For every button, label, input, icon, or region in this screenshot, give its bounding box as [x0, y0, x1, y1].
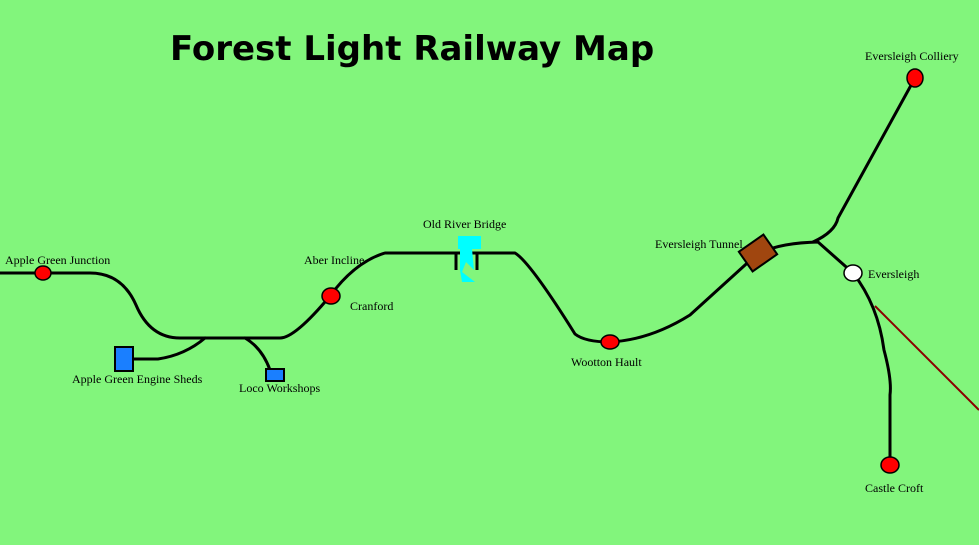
station-wootton-hault[interactable]	[600, 334, 620, 350]
label-cranford: Cranford	[350, 299, 393, 313]
old-river-bridge-icon	[454, 236, 481, 282]
station-eversleigh[interactable]	[843, 264, 863, 282]
red-branch-line	[874, 305, 979, 411]
label-apple-green-junction: Apple Green Junction	[5, 253, 110, 267]
label-old-river-bridge: Old River Bridge	[423, 217, 506, 231]
loco-workshops-icon	[265, 368, 285, 382]
label-loco-workshops: Loco Workshops	[239, 381, 320, 395]
label-eversleigh: Eversleigh	[868, 267, 919, 281]
eversleigh-tunnel-icon	[737, 233, 779, 273]
engine-sheds-icon	[114, 346, 134, 372]
loco-workshops-siding-track	[243, 336, 272, 372]
castle-croft-branch-track	[851, 271, 892, 467]
station-castle-croft[interactable]	[880, 456, 900, 474]
stations	[34, 68, 924, 474]
colliery-branch-track	[811, 76, 917, 244]
label-wootton-hault: Wootton Hault	[571, 355, 642, 369]
label-eversleigh-colliery: Eversleigh Colliery	[865, 49, 959, 63]
station-apple-green-junction[interactable]	[34, 265, 52, 281]
main-line-track	[0, 240, 855, 344]
label-eversleigh-tunnel: Eversleigh Tunnel	[655, 237, 743, 251]
map-title: Forest Light Railway Map	[170, 29, 654, 69]
map-labels: Apple Green Junction Apple Green Engine …	[5, 49, 959, 495]
station-eversleigh-colliery[interactable]	[906, 68, 924, 88]
engine-sheds-siding-track	[122, 336, 207, 361]
river-shape	[458, 236, 481, 282]
label-aber-incline: Aber Incline	[304, 253, 364, 267]
track-network	[0, 76, 917, 467]
station-cranford[interactable]	[321, 287, 341, 305]
label-castle-croft: Castle Croft	[865, 481, 924, 495]
label-apple-green-engine-sheds: Apple Green Engine Sheds	[72, 372, 203, 386]
